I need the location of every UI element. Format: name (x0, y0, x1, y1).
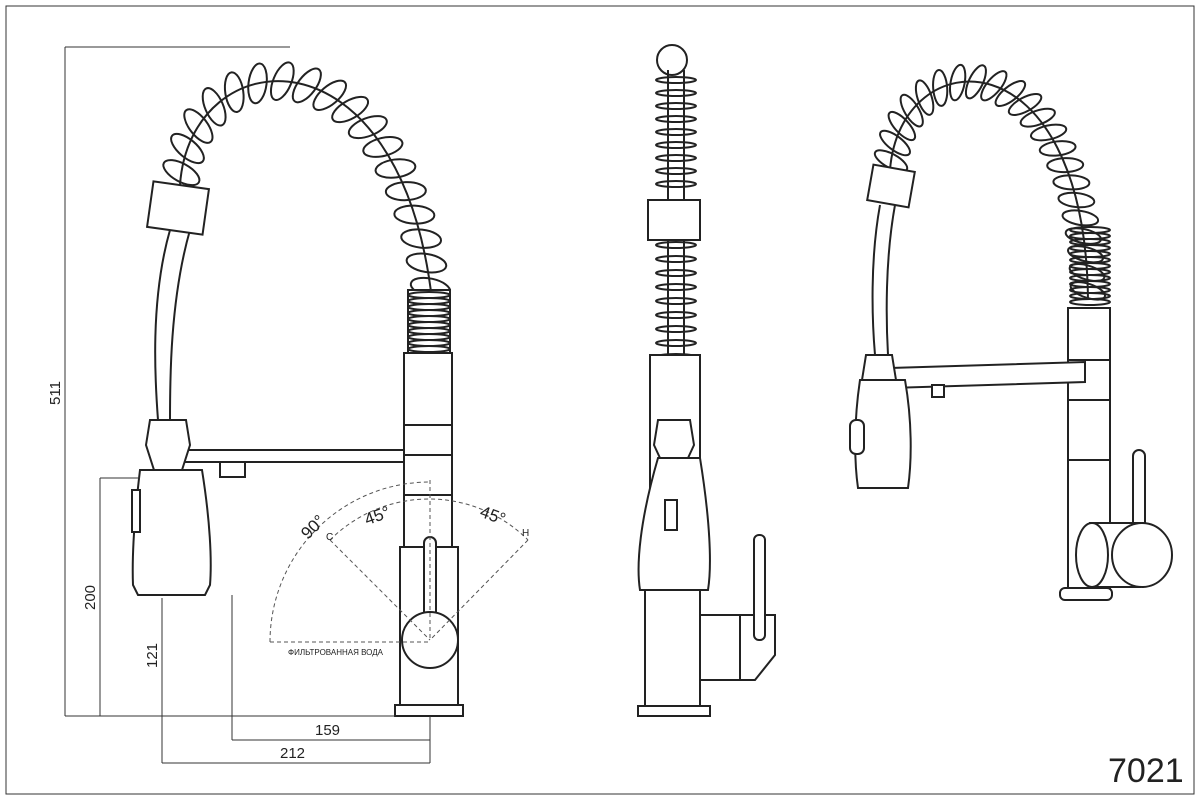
spring-coil (312, 79, 348, 111)
hose-sleeve (647, 199, 701, 241)
dimension-lines: 511 200 121 159 212 (47, 46, 431, 764)
spring-coil (994, 80, 1027, 108)
spring-arch-path (179, 80, 433, 301)
dim-121: 121 (144, 643, 161, 668)
spring-coil (655, 241, 697, 249)
spring-coil (980, 70, 1008, 102)
angle-hot-label: 45° (478, 502, 509, 529)
spring-coil (655, 102, 697, 110)
hose-sleeve (866, 163, 916, 209)
holder-arm (889, 360, 1086, 390)
spring-coil (384, 181, 427, 202)
spring-coil (655, 255, 697, 263)
spring-coil (899, 93, 924, 128)
spray-collar (860, 354, 898, 381)
spray-collar (652, 419, 696, 459)
spring-coil (1046, 157, 1085, 174)
front-view-faucet: 90° 45° 45° C H ФИЛЬТРОВАННАЯ ВОДА (131, 61, 529, 717)
spring-coil (964, 64, 987, 100)
faucet-base (394, 704, 464, 717)
spring-coil (1061, 209, 1100, 227)
spring-coil (201, 87, 227, 127)
spring-coil (914, 79, 935, 116)
spring-coil (362, 136, 404, 158)
spring-coil (655, 311, 697, 319)
upper-tube (403, 352, 453, 548)
spring-coil (655, 269, 697, 277)
drawing-frame (5, 5, 1195, 795)
spray-collar (144, 419, 192, 471)
faucet-base (637, 705, 711, 717)
spring-coil (655, 167, 697, 175)
spring-coil (879, 129, 911, 157)
spring-coil (1029, 123, 1068, 142)
spring-coil (1038, 140, 1077, 157)
spring-coil (247, 62, 268, 105)
spring-coil (932, 69, 949, 107)
spring-coil (269, 61, 295, 101)
spring-coil (374, 158, 417, 179)
spray-hose (154, 229, 171, 421)
dim-200: 200 (82, 585, 99, 610)
spring-coil (655, 128, 697, 136)
spring-coil (655, 154, 697, 162)
spring-coil (223, 71, 245, 114)
spring-coil (1052, 174, 1091, 191)
angle-cold-label: 45° (362, 502, 393, 529)
perspective-view-faucet (849, 63, 1173, 601)
spring-coil (655, 89, 697, 97)
spring-coil (655, 339, 697, 347)
faucet-base (1059, 587, 1113, 601)
hot-label: H (522, 528, 529, 539)
spring-coil (655, 325, 697, 333)
side-view-faucet (637, 44, 776, 717)
hose-sleeve (145, 180, 211, 236)
spring-coil (655, 115, 697, 123)
dim-511: 511 (47, 381, 64, 405)
spring-coil (948, 63, 967, 102)
spring-coil (393, 204, 436, 225)
holder-arm (184, 449, 405, 463)
dim-159: 159 (315, 722, 340, 739)
spring-coil (1057, 191, 1096, 209)
spring-coils (873, 63, 1111, 306)
spring-coil (655, 297, 697, 305)
cold-label: C (326, 532, 333, 543)
filtered-water-label: ФИЛЬТРОВАННАЯ ВОДА (288, 648, 384, 657)
spring-coil (655, 283, 697, 291)
spring-coil (655, 76, 697, 84)
spring-coil (170, 132, 205, 165)
spring-coil (183, 108, 214, 144)
spring-coil (331, 95, 370, 124)
spring-coil (347, 115, 388, 140)
spring-coil (1007, 92, 1043, 116)
dim-212: 212 (280, 745, 305, 762)
lever (753, 534, 766, 641)
spring-coil (887, 110, 917, 142)
angle-90-label: 90° (297, 511, 329, 543)
spring-coil (1019, 107, 1056, 128)
spring-coil (655, 180, 697, 188)
spring-coils (162, 61, 452, 299)
spring-coil (291, 67, 322, 104)
spring-coil (1069, 298, 1111, 306)
spring-coil (405, 252, 448, 274)
spray-head (131, 469, 212, 596)
spring-coil (655, 141, 697, 149)
spring-coil (162, 159, 201, 187)
spring-coil (400, 228, 443, 249)
model-number: 7021 (1108, 752, 1184, 790)
